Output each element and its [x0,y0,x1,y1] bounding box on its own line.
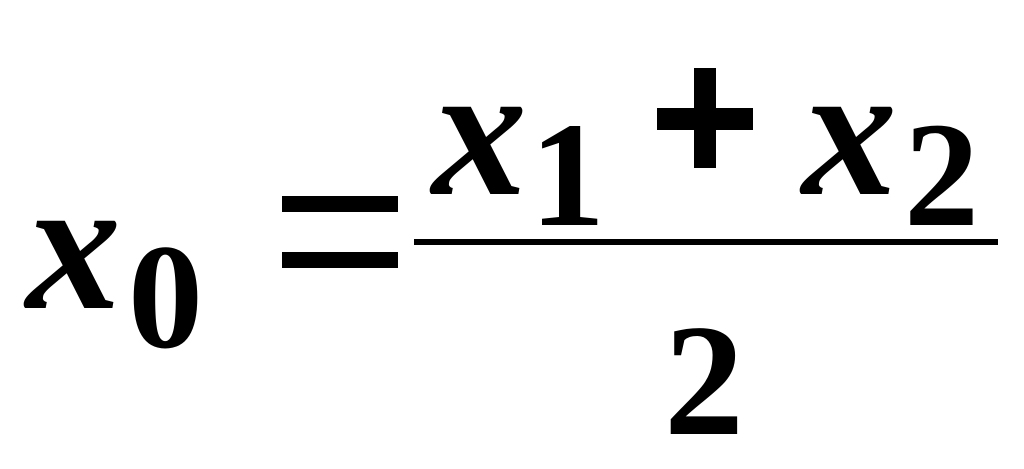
lhs-variable: x [26,140,121,350]
plus-sign-vertical [694,68,716,168]
fraction-bar [414,239,998,245]
equals-sign-bottom-bar [282,252,398,268]
equals-sign-top-bar [282,196,398,212]
lhs-subscript: 0 [128,214,203,380]
denominator: 2 [664,291,744,469]
numerator-variable-2: x [802,26,897,236]
numerator-variable-1: x [432,26,527,236]
numerator-subscript-2: 2 [904,92,979,258]
midpoint-formula: x 0 x 1 x 2 2 [26,26,998,460]
numerator-subscript-1: 1 [530,92,605,258]
